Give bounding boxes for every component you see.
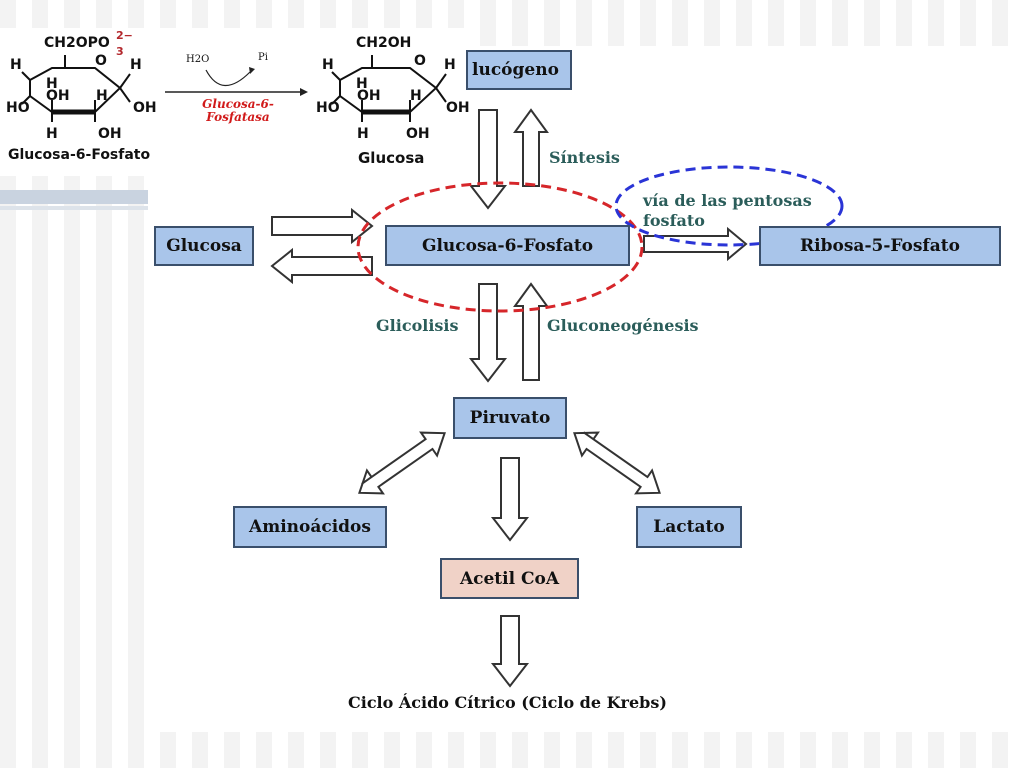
- decorative-bar: [0, 190, 148, 204]
- g6p-oh-1: OH: [46, 88, 70, 104]
- arrow-piruvato-to-acetil: [490, 457, 530, 542]
- g6p-highlight-ellipse: [356, 181, 644, 313]
- arrow-g6p-to-glucosa: [270, 247, 373, 285]
- box-aminoacidos: Aminoácidos: [233, 506, 387, 548]
- glucose-h-5: H: [357, 126, 369, 142]
- label-sintesis: Síntesis: [549, 148, 620, 167]
- g6p-h-3: H: [46, 76, 58, 92]
- glucose-oh-1: OH: [357, 88, 381, 104]
- pentose-highlight-ellipse: [614, 165, 844, 247]
- g6p-ring-oxygen: O: [95, 53, 107, 69]
- glucose-ch2oh: CH2OH: [356, 35, 412, 51]
- enzyme-line-2: Fosfatasa: [206, 110, 270, 124]
- label-pentosas-line1: vía de las pentosas: [643, 191, 812, 210]
- g6p-h-1: H: [10, 57, 22, 73]
- decorative-bar-thin: [0, 206, 148, 210]
- reaction-inset: [0, 28, 474, 176]
- reaction-arrow-head: [300, 88, 308, 96]
- arrow-piruvato-to-g6p: [513, 282, 549, 381]
- enzyme-label: Glucosa-6- Fosfatasa: [178, 98, 298, 124]
- arrow-g6p-to-glucogeno: [513, 108, 549, 187]
- glucose-oh-2: OH: [446, 100, 470, 116]
- glucose-ring: [331, 55, 447, 122]
- box-piruvato: Piruvato: [453, 397, 567, 439]
- reaction-curve: [205, 69, 251, 87]
- glucose-ho: HO: [316, 100, 340, 116]
- box-glucogeno: lucógeno: [466, 50, 572, 90]
- box-glucosa-6-fosfato: Glucosa-6-Fosfato: [385, 225, 630, 266]
- arrow-glucosa-to-g6p: [271, 207, 374, 245]
- label-pentosas-line2: fosfato: [643, 211, 705, 230]
- arrow-acetil-to-krebs: [490, 615, 530, 688]
- reaction-curve-head: [249, 67, 255, 74]
- arrow-piruvato-lactato: [573, 431, 661, 495]
- label-glicolisis: Glicolisis: [376, 316, 459, 335]
- g6p-h-4: H: [96, 88, 108, 104]
- g6p-group-text: CH2OPO: [44, 35, 110, 51]
- box-acetil-coa: Acetil CoA: [440, 558, 579, 599]
- g6p-oh-3: OH: [98, 126, 122, 142]
- g6p-oh-2: OH: [133, 100, 157, 116]
- g6p-phosphate-group: CH2OPO: [44, 35, 110, 51]
- water-label: H2O: [186, 54, 210, 65]
- g6p-caption: Glucosa-6-Fosfato: [8, 147, 151, 163]
- glucose-caption: Glucosa: [358, 149, 425, 167]
- arrow-g6p-to-piruvato: [468, 283, 508, 383]
- g6p-h-5: H: [46, 126, 58, 142]
- phosphate-charge: 2−: [116, 29, 133, 42]
- phosphate-subscript: 3: [116, 45, 124, 58]
- label-ciclo-krebs: Ciclo Ácido Cítrico (Ciclo de Krebs): [348, 693, 667, 712]
- glucose-h-4: H: [410, 88, 422, 104]
- g6p-h-2: H: [130, 57, 142, 73]
- box-lactato: Lactato: [636, 506, 742, 548]
- label-gluconeogenesis: Gluconeogénesis: [547, 316, 699, 335]
- glucose-h-1: H: [322, 57, 334, 73]
- arrow-piruvato-aminoacidos: [358, 431, 446, 495]
- box-glucosa: Glucosa: [154, 226, 254, 266]
- box-ribosa-5-fosfato: Ribosa-5-Fosfato: [759, 226, 1001, 266]
- enzyme-line-1: Glucosa-6-: [202, 97, 274, 111]
- g6p-ho: HO: [6, 100, 30, 116]
- glucose-ring-oxygen: O: [414, 53, 426, 69]
- arrow-glucogeno-to-g6p: [468, 109, 508, 210]
- g6p-ring: [21, 55, 131, 122]
- pi-label: Pi: [258, 52, 268, 63]
- glucose-oh-3: OH: [406, 126, 430, 142]
- glucose-h-2: H: [444, 57, 456, 73]
- glucose-h-3: H: [356, 76, 368, 92]
